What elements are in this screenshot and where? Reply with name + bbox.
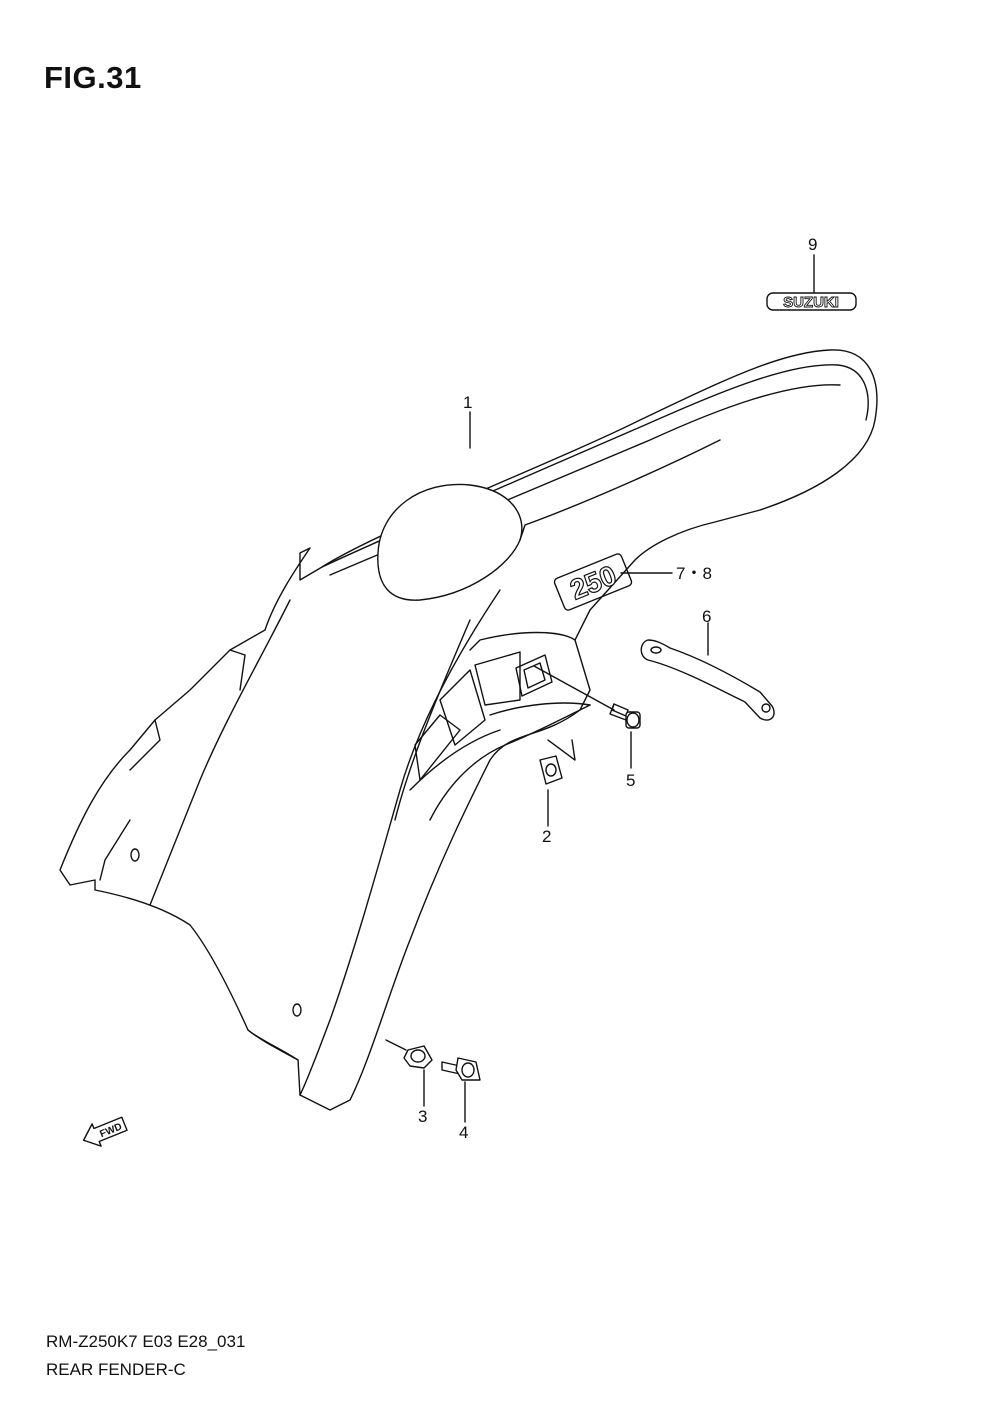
callout-2: 2 [542, 827, 551, 846]
bolt-5 [609, 703, 641, 729]
decal-250: 250 [553, 553, 633, 611]
figure-title: FIG.31 [44, 60, 142, 95]
suzuki-emblem: SUZUKI [766, 292, 857, 311]
callout-5: 5 [626, 771, 635, 790]
callout-3: 3 [418, 1107, 427, 1126]
callout-9: 9 [808, 235, 817, 254]
side-plate [515, 654, 553, 697]
emblem-text: SUZUKI [783, 294, 839, 311]
callout-4: 4 [459, 1123, 468, 1142]
diagram-name: REAR FENDER-C [46, 1360, 186, 1379]
nut-3 [403, 1045, 433, 1069]
leader-lines [385, 254, 815, 1123]
decal-text: 250 [566, 559, 621, 605]
callouts: 1 2 3 4 5 6 7・8 9 [418, 235, 817, 1142]
callout-1: 1 [463, 393, 472, 412]
rear-bracket [640, 639, 775, 721]
assembly-guide [547, 739, 576, 761]
fwd-arrow-icon: FWD [82, 1116, 128, 1147]
rear-fender [59, 349, 878, 1111]
bolt-4 [441, 1057, 481, 1081]
diagram-code: RM-Z250K7 E03 E28_031 [46, 1332, 246, 1351]
clip-nut-2 [539, 755, 563, 785]
callout-6: 6 [702, 607, 711, 626]
callout-7-8: 7・8 [676, 564, 712, 583]
